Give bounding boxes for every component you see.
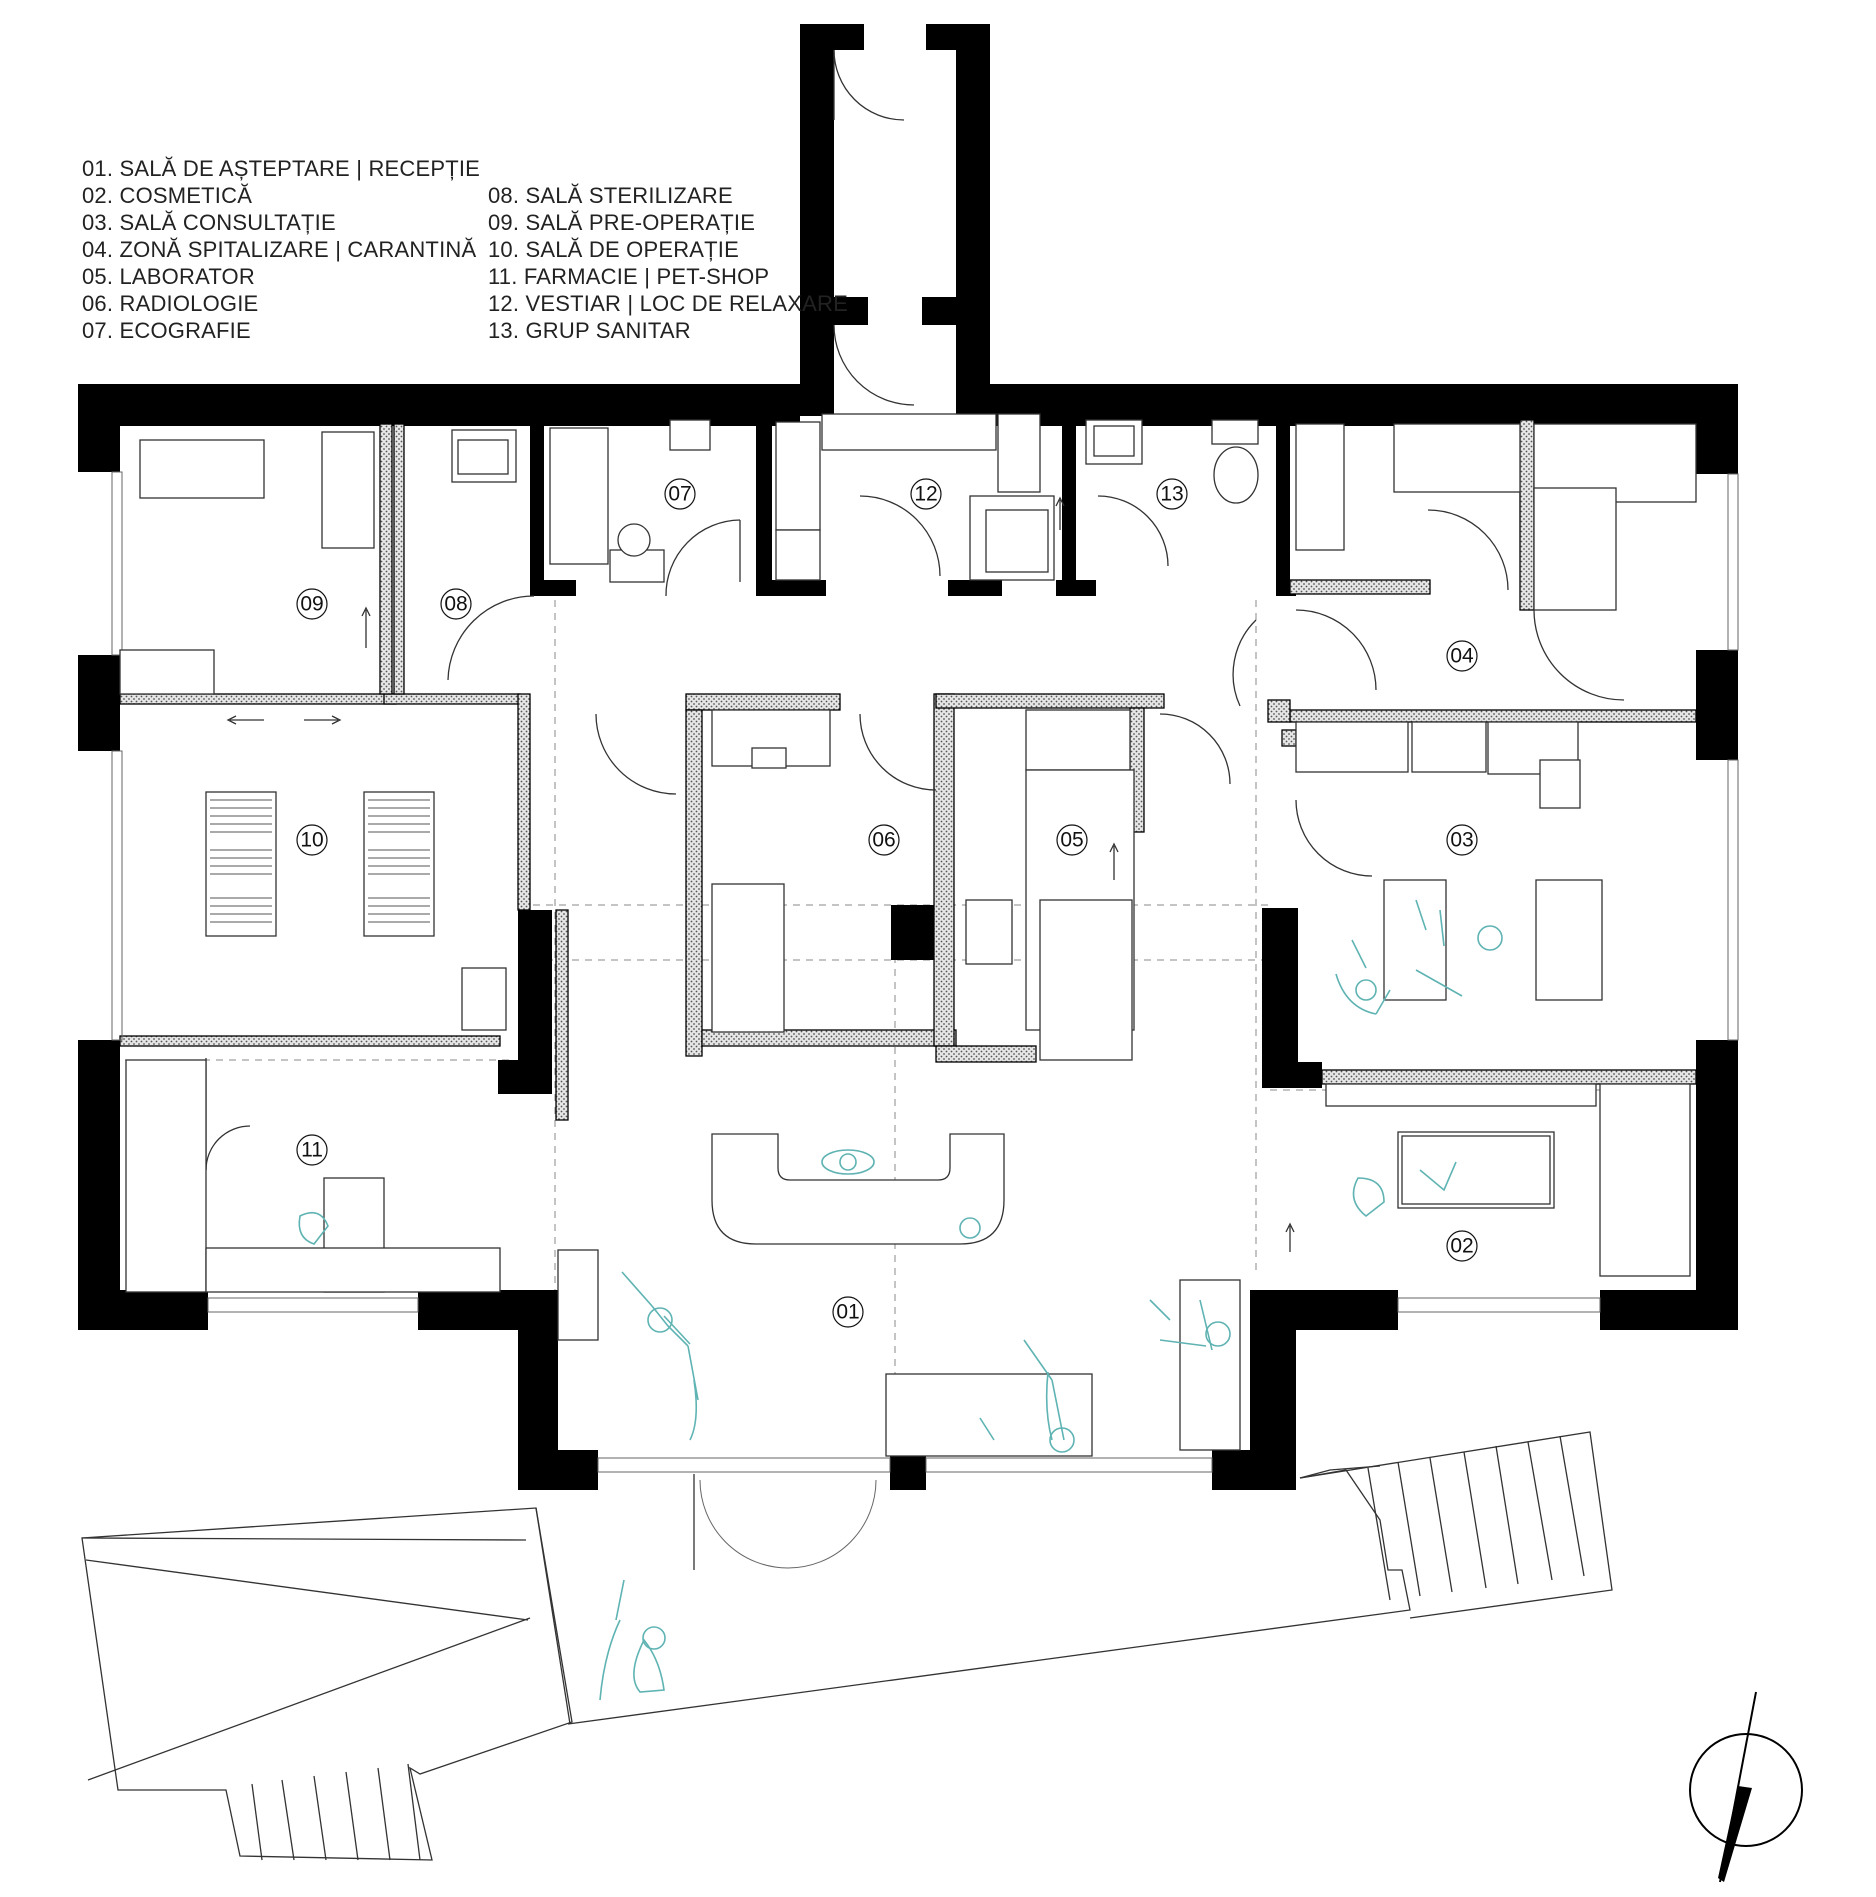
legend-item: 04. ZONĂ SPITALIZARE | CARANTINĂ — [82, 237, 477, 262]
legend-item: 10. SALĂ DE OPERAȚIE — [488, 237, 739, 262]
room-label-09: 09 — [296, 588, 328, 620]
svg-text:02: 02 — [1450, 1235, 1473, 1258]
legend-item: 02. COSMETICĂ — [82, 183, 253, 208]
figures — [298, 899, 1503, 1701]
svg-text:04: 04 — [1450, 645, 1474, 668]
svg-text:13: 13 — [1160, 483, 1183, 506]
windows — [111, 471, 1739, 1473]
partitions — [119, 419, 1697, 1121]
room-label-05: 05 — [1056, 824, 1088, 856]
svg-text:06: 06 — [872, 829, 895, 852]
room-label-06: 06 — [868, 824, 900, 856]
svg-text:10: 10 — [300, 829, 323, 852]
room-label-02: 02 — [1446, 1230, 1478, 1262]
legend-item: 12. VESTIAR | LOC DE RELAXARE — [488, 291, 848, 316]
svg-text:09: 09 — [300, 593, 323, 616]
legend-item: 08. SALĂ STERILIZARE — [488, 183, 733, 208]
svg-text:01: 01 — [836, 1301, 859, 1324]
room-label-12: 12 — [910, 478, 942, 510]
svg-text:07: 07 — [668, 483, 691, 506]
room-label-08: 08 — [440, 588, 472, 620]
legend-item: 11. FARMACIE | PET-SHOP — [488, 264, 770, 289]
legend-right: 08. SALĂ STERILIZARE 09. SALĂ PRE-OPERAȚ… — [488, 182, 848, 344]
legend-item: 05. LABORATOR — [82, 264, 255, 289]
room-labels: 01 02 03 04 05 06 07 08 09 10 11 12 13 — [296, 478, 1478, 1328]
exterior-walls — [78, 24, 1738, 1490]
room-label-04: 04 — [1446, 640, 1478, 672]
terrace — [81, 1431, 1613, 1861]
furniture — [119, 413, 1697, 1457]
legend-item: 01. SALĂ DE AȘTEPTARE | RECEPȚIE — [82, 156, 481, 181]
room-label-10: 10 — [296, 824, 328, 856]
legend-item: 07. ECOGRAFIE — [82, 318, 251, 343]
legend-item: 09. SALĂ PRE-OPERAȚIE — [488, 210, 756, 235]
legend-item: 13. GRUP SANITAR — [488, 318, 691, 343]
legend-item: 06. RADIOLOGIE — [82, 291, 259, 316]
svg-text:03: 03 — [1450, 829, 1473, 852]
legend-left: 01. SALĂ DE AȘTEPTARE | RECEPȚIE 02. COS… — [82, 155, 480, 344]
svg-text:05: 05 — [1060, 829, 1083, 852]
room-label-07: 07 — [664, 478, 696, 510]
door-swings — [205, 49, 1625, 1570]
svg-text:11: 11 — [301, 1139, 323, 1162]
svg-text:08: 08 — [444, 593, 467, 616]
room-label-11: 11 — [296, 1134, 328, 1166]
op-table-slats — [210, 799, 430, 923]
room-label-03: 03 — [1446, 824, 1478, 856]
svg-text:12: 12 — [914, 483, 937, 506]
legend-item: 03. SALĂ CONSULTAȚIE — [82, 210, 336, 235]
arrows — [226, 496, 1295, 1252]
room-label-13: 13 — [1156, 478, 1188, 510]
north-arrow-icon — [1689, 1691, 1803, 1883]
interior-walls — [498, 416, 1322, 1094]
room-label-01: 01 — [832, 1296, 864, 1328]
